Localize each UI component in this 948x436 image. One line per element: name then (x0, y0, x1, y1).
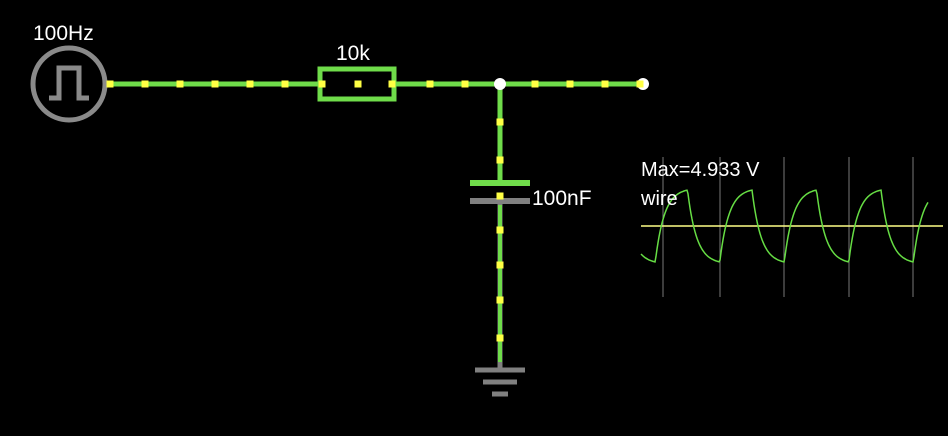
current-dot (461, 80, 469, 88)
current-dot (496, 261, 504, 269)
scope-probe-label: wire (640, 188, 678, 210)
current-dot (496, 226, 504, 234)
scope-max-label: Max=4.933 V (641, 159, 760, 181)
current-dot (281, 80, 289, 88)
source-label: 100Hz (33, 22, 94, 45)
current-dot (496, 156, 504, 164)
current-dot (388, 80, 396, 88)
source-circle (30, 45, 108, 123)
current-dot (318, 80, 326, 88)
current-dots (106, 80, 644, 342)
current-dot (601, 80, 609, 88)
current-dot (246, 80, 254, 88)
junction-node[interactable] (494, 78, 506, 90)
current-dot (496, 192, 504, 200)
current-dot (496, 118, 504, 126)
current-dot (496, 296, 504, 304)
current-dot (106, 80, 114, 88)
square-wave-icon (49, 65, 89, 101)
current-dot (636, 80, 644, 88)
scope-grid (662, 157, 914, 297)
scope-trace (640, 189, 929, 263)
current-dot (211, 80, 219, 88)
square-wave-source[interactable] (30, 45, 108, 123)
capacitor[interactable] (470, 180, 530, 204)
current-dot (531, 80, 539, 88)
current-dot (566, 80, 574, 88)
capacitor-label: 100nF (532, 187, 592, 210)
current-dot (496, 334, 504, 342)
current-dot (141, 80, 149, 88)
current-dot (426, 80, 434, 88)
current-dot (354, 80, 362, 88)
ground-symbol[interactable] (475, 367, 525, 397)
resistor-label: 10k (336, 42, 370, 65)
current-dot (176, 80, 184, 88)
scope[interactable]: Max=4.933 V wire (640, 157, 943, 297)
